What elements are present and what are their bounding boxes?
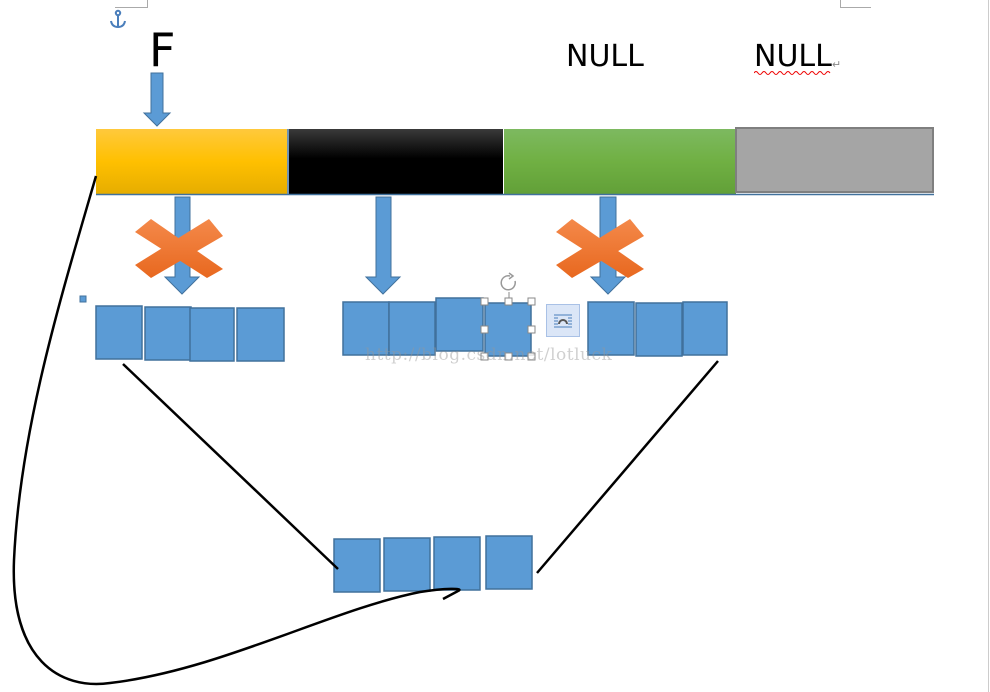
right-group xyxy=(587,301,728,357)
pointer-arrow xyxy=(142,72,172,127)
cross-mark-left xyxy=(135,219,223,278)
spellcheck-underline xyxy=(754,71,831,75)
block xyxy=(485,535,533,590)
null-label: NULL xyxy=(566,39,644,74)
anchor-icon[interactable] xyxy=(110,9,126,29)
merged-group xyxy=(333,535,533,593)
return-curve xyxy=(12,175,461,686)
slot-black xyxy=(289,129,503,194)
block xyxy=(383,537,431,592)
arrow-middle xyxy=(364,196,402,295)
slot-green xyxy=(504,129,736,194)
left-group xyxy=(95,305,285,362)
pointer-label: F xyxy=(149,23,176,77)
merge-line-left xyxy=(122,363,339,570)
block xyxy=(95,305,143,360)
block xyxy=(144,306,192,361)
block xyxy=(635,302,683,357)
block xyxy=(333,538,381,593)
block xyxy=(682,301,728,356)
paragraph-mark-icon: ↵ xyxy=(832,59,842,71)
rotate-handle-icon[interactable] xyxy=(500,272,516,291)
null-label: NULL xyxy=(754,39,832,74)
merge-line-right xyxy=(536,360,719,574)
block xyxy=(189,307,235,362)
middle-group xyxy=(342,297,532,357)
block xyxy=(435,297,484,352)
watermark: http://blog.csdn.net/lotluck xyxy=(365,345,613,365)
block xyxy=(388,301,436,356)
block xyxy=(236,307,285,362)
selection-handles[interactable] xyxy=(480,292,536,361)
margin-corner-top-left xyxy=(115,0,148,8)
slot-yellow xyxy=(96,129,287,194)
text-wrap-icon xyxy=(554,314,572,328)
cross-mark-right xyxy=(556,219,644,278)
slot-gray xyxy=(735,127,934,193)
margin-corner-top-right xyxy=(840,0,871,8)
page-margin-line xyxy=(988,0,989,692)
block xyxy=(587,301,635,356)
block xyxy=(433,536,481,591)
layout-options-button[interactable] xyxy=(546,304,580,337)
anchor-marker xyxy=(79,295,87,303)
